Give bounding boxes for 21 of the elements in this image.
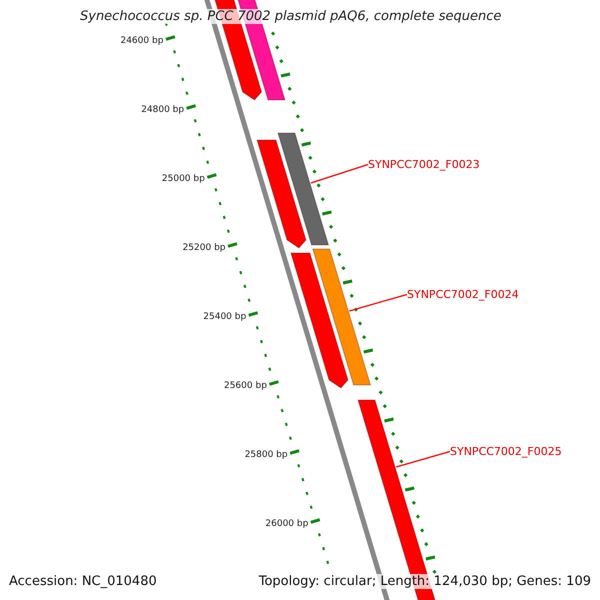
gene-bar — [312, 248, 372, 386]
footer-text: Accession: NC_010480 — [9, 574, 157, 589]
leader-line — [349, 294, 408, 312]
tick-label: 24600 bp — [120, 36, 164, 46]
gene-bar — [290, 252, 349, 389]
tick-label: 26000 bp — [265, 519, 308, 529]
title: Synechococcus sp. PCC 7002 plasmid pAQ6, complete sequence — [80, 9, 502, 24]
footer-text: Topology: circular; Length: 124,030 bp; Genes: 109 — [258, 574, 591, 589]
tick-label: 25400 bp — [203, 312, 246, 322]
gene-label: SYNPCC7002_F0024 — [407, 288, 519, 301]
gene-label: SYNPCC7002_F0023 — [368, 158, 480, 171]
tick-label: 25800 bp — [244, 450, 288, 460]
tick-label: 25200 bp — [182, 243, 226, 253]
leader-line — [310, 164, 368, 184]
tick-label: 25600 bp — [224, 381, 267, 391]
tick-label: 25000 bp — [162, 174, 205, 184]
leader-line — [396, 450, 450, 468]
tick-label: 24800 bp — [141, 105, 184, 115]
gene-bar — [277, 132, 330, 246]
gene-label: SYNPCC7002_F0025 — [450, 445, 562, 458]
gene-bar — [256, 140, 307, 249]
